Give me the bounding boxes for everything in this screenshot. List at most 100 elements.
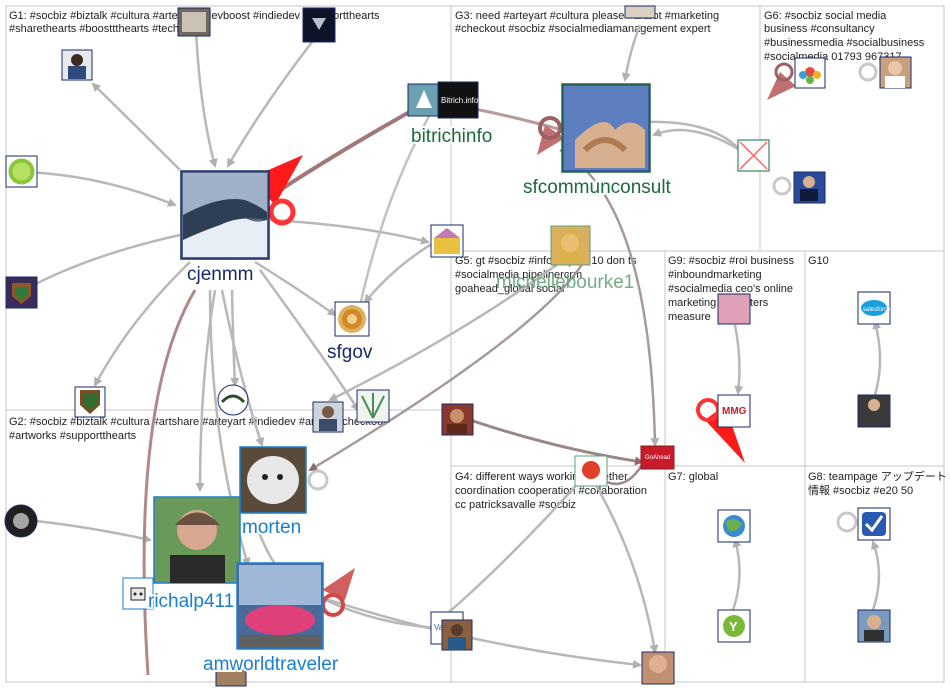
- self-loop-circle: [772, 176, 792, 196]
- node-avatar[interactable]: [717, 293, 751, 325]
- node-plant-icon[interactable]: [356, 389, 390, 423]
- edge: [91, 82, 181, 171]
- node-avatar[interactable]: [177, 7, 211, 37]
- group-label-g5-line3: goahead_global social: [455, 283, 564, 295]
- node-bot-icon[interactable]: [122, 577, 154, 610]
- edge: [469, 418, 644, 466]
- group-label-g8-line2: 情報 #socbiz #e20 50: [808, 484, 913, 497]
- edge: [621, 24, 642, 82]
- group-label-g9-line5: measure: [668, 311, 711, 323]
- group-label-g4-line2: coordination cooperation #collaboration: [455, 485, 647, 497]
- edge: [258, 269, 360, 412]
- group-box-g7: [664, 465, 806, 683]
- node-avatar[interactable]: [641, 651, 675, 685]
- node-morten[interactable]: [239, 446, 307, 514]
- group-label-g10: G10: [808, 255, 829, 267]
- group-label-g5-line2: #socialmedia pipelinercrm: [455, 269, 582, 281]
- group-label-g9-line2: #inboundmarketing: [668, 269, 762, 281]
- svg-text:GoAhead: GoAhead: [645, 455, 670, 461]
- edge-strong: [142, 289, 197, 676]
- edge: [254, 260, 337, 317]
- node-globe-icon[interactable]: [717, 509, 751, 543]
- node-avatar[interactable]: [312, 401, 344, 433]
- node-avatar[interactable]: [302, 7, 336, 43]
- svg-text:Bitrich.info: Bitrich.info: [441, 96, 479, 105]
- node-labels: cjenmm sfgov bitrichinfo sfcommunconsult…: [146, 124, 674, 677]
- node-circle-logo[interactable]: [4, 504, 38, 538]
- edge: [26, 233, 181, 290]
- group-label-g4-line3: cc patricksavalle #socbiz: [455, 499, 576, 511]
- node-avatar[interactable]: [879, 56, 912, 89]
- label-amworldtraveler: amworldtraveler: [203, 654, 339, 675]
- edge: [220, 289, 265, 447]
- svg-text:salesforce: salesforce: [863, 307, 891, 313]
- edge: [24, 518, 152, 543]
- node-avatar[interactable]: [793, 171, 826, 204]
- node-avatar[interactable]: [215, 667, 247, 687]
- node-lime-icon[interactable]: [5, 155, 38, 188]
- node-avatar[interactable]: [857, 609, 891, 643]
- node-michellebourke1[interactable]: [550, 225, 591, 266]
- group-label-g7: G7: global: [668, 471, 718, 483]
- self-loop-circle: [307, 469, 329, 491]
- label-bitrichinfo: bitrichinfo: [411, 126, 492, 147]
- svg-text:Va: Va: [434, 623, 444, 632]
- edge: [308, 249, 592, 472]
- edge: [226, 41, 313, 168]
- node-avatar[interactable]: [217, 384, 249, 416]
- label-richalp411: richalp411: [148, 591, 234, 612]
- group-label-g1-line2: #sharethearts #boosttthearts #techtalk: [9, 23, 197, 35]
- node-shield-icon[interactable]: [5, 276, 38, 309]
- node-check-logo[interactable]: [857, 507, 891, 541]
- svg-text:Y: Y: [729, 619, 738, 634]
- self-loop-circle: [321, 593, 345, 617]
- node-richalp411[interactable]: [153, 496, 241, 584]
- edge: [194, 29, 218, 168]
- edge: [438, 469, 591, 622]
- node-avatar[interactable]: [857, 394, 891, 428]
- group-label-g2-line2: #artworks #supportthearts: [9, 430, 137, 442]
- node-cjenmm[interactable]: [180, 170, 270, 260]
- node-y-logo[interactable]: Y: [717, 609, 751, 643]
- self-loops: [250, 62, 878, 617]
- node-rebel-icon[interactable]: [574, 455, 608, 487]
- edge: [195, 289, 217, 492]
- edge: [324, 598, 442, 633]
- group-label-g5: G5: gt #socbiz #infographic 10 don ts: [455, 255, 637, 267]
- edge: [24, 170, 177, 207]
- nodes: Bitrich.info: [4, 5, 912, 687]
- node-goahead-logo[interactable]: GoAhead: [640, 445, 675, 470]
- node-mmg-logo[interactable]: MMG: [717, 394, 751, 428]
- group-label-g6-line3: #businessmedia #socialbusiness: [764, 37, 925, 49]
- node-avatar[interactable]: [430, 224, 464, 258]
- node-bitrich-logo-1[interactable]: [407, 83, 441, 117]
- node-bitrichinfo[interactable]: Bitrich.info: [437, 81, 479, 119]
- node-avatar[interactable]: [441, 619, 473, 651]
- edge: [93, 261, 191, 387]
- node-avatar[interactable]: [624, 5, 656, 19]
- node-broken-image-icon[interactable]: [737, 139, 770, 172]
- label-michellebourke1: michellebourke1: [496, 272, 634, 293]
- node-shield-icon[interactable]: [74, 386, 106, 418]
- group-label-g9-line3: #socialmedia ceo's online: [668, 283, 793, 295]
- node-salesforce-logo[interactable]: salesforce: [857, 291, 891, 325]
- node-sfcommunconsult[interactable]: [561, 83, 651, 173]
- group-label-g6: G6: #socbiz social media: [764, 10, 887, 22]
- group-label-g6-line2: business #consultancy: [764, 23, 875, 35]
- label-morten: morten: [242, 517, 301, 538]
- self-loop-circle: [538, 116, 562, 140]
- node-amworldtraveler[interactable]: [236, 562, 324, 650]
- node-avatar[interactable]: [441, 403, 474, 436]
- node-avatar[interactable]: [61, 49, 93, 81]
- svg-text:MMG: MMG: [722, 406, 747, 417]
- group-label-g9: G9: #socbiz #roi business: [668, 255, 794, 267]
- self-loop-circle: [858, 62, 878, 82]
- edge: [871, 540, 881, 611]
- self-loop-circle: [696, 398, 720, 422]
- edge: [733, 324, 744, 395]
- node-lotus-icon[interactable]: [794, 57, 826, 89]
- edge: [652, 128, 741, 152]
- node-sfgov[interactable]: [334, 301, 370, 337]
- red-triangle-marker: [250, 155, 303, 205]
